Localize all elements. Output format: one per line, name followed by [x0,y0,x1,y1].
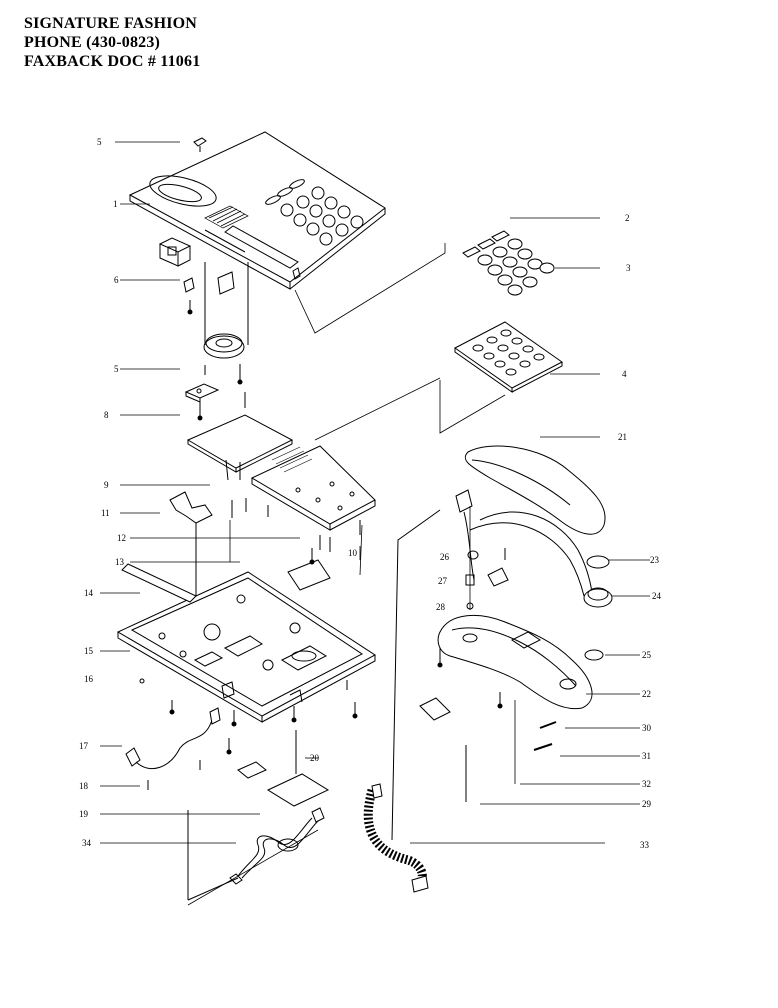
rubber-pad [237,730,330,807]
callout-6: 6 [114,275,119,285]
callout-20: 20 [310,753,320,763]
base-screws [139,678,358,755]
callout-8: 8 [104,410,109,420]
callout-32: 32 [642,779,651,789]
keypad-buttons [462,230,555,296]
cord-strip [121,563,197,603]
callout-3: 3 [626,263,631,273]
faxback-doc-number: FAXBACK DOC # 11061 [24,53,201,70]
callout-labels: 5 1 6 5 8 9 11 12 13 14 15 16 17 18 19 3… [79,137,662,850]
upper-circuit-board [186,414,294,481]
callout-1: 1 [113,199,118,209]
callout-25: 25 [642,650,652,660]
callout-12: 12 [117,533,126,543]
callout-34: 34 [82,838,92,848]
top-housing [128,131,386,290]
rubber-keypad [454,321,563,393]
callout-17: 17 [79,741,89,751]
callout-5-top: 5 [97,137,102,147]
line-cord-harness [125,707,221,790]
callout-28: 28 [436,602,446,612]
line-cord [187,807,325,901]
model-number: PHONE (430-0823) [24,34,161,51]
contact-strips [533,721,557,751]
callout-11: 11 [101,508,110,518]
callout-26: 26 [440,552,450,562]
handset-top-cover [464,445,606,535]
callout-4: 4 [622,369,627,379]
callout-30: 30 [642,723,652,733]
small-switch [184,383,246,421]
callout-23: 23 [650,555,660,565]
leader-lines [100,141,650,906]
clip-part-5 [193,137,207,152]
main-circuit-board [231,445,376,552]
product-name: SIGNATURE FASHION [24,15,198,32]
hook-switch-block [158,237,192,267]
coiled-handset-cord [363,509,441,893]
hook-block [419,697,467,802]
callout-18: 18 [79,781,89,791]
callout-13: 13 [115,557,125,567]
handset-body [469,511,613,608]
document-header: SIGNATURE FASHION PHONE (430-0823) FAXBA… [24,14,200,71]
callout-15: 15 [84,646,94,656]
hook-lever [169,491,213,600]
speaker [203,333,245,385]
callout-27: 27 [438,576,448,586]
small-hardware [183,262,249,345]
speaker-grille [204,205,249,229]
callout-31: 31 [642,751,651,761]
callout-2: 2 [625,213,630,223]
bracket [287,548,331,591]
base-tray [116,571,376,723]
callout-10: 10 [348,548,358,558]
callout-19: 19 [79,809,89,819]
callout-9: 9 [104,480,109,490]
callout-14: 14 [84,588,94,598]
callout-24: 24 [652,591,662,601]
callout-16: 16 [84,674,94,684]
callout-33: 33 [640,840,650,850]
callout-29: 29 [642,799,652,809]
callout-22: 22 [642,689,651,699]
callout-21: 21 [618,432,627,442]
handset-bottom [437,614,604,710]
keypad-holes [280,186,364,246]
callout-5: 5 [114,364,119,374]
